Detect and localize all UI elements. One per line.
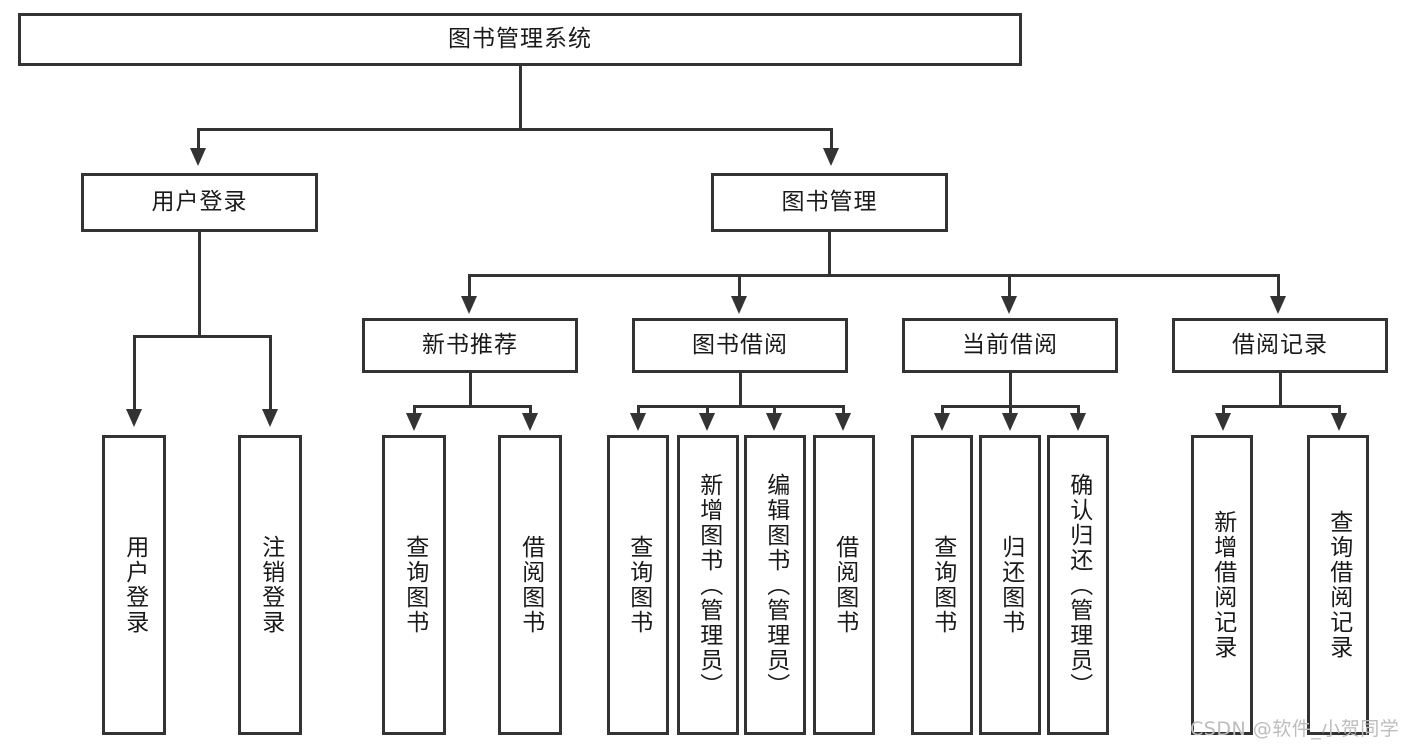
connector-bm-drop-1 xyxy=(468,274,471,298)
node-label: 新书推荐 xyxy=(422,331,518,358)
arrow-to-leaf-query-record xyxy=(1331,413,1347,431)
arrow-to-leaf-add-record xyxy=(1215,413,1231,431)
node-label: 确认归还（管理员） xyxy=(1065,472,1092,698)
node-label: 图书借阅 xyxy=(692,331,788,358)
node-label: 编辑图书（管理员） xyxy=(762,472,789,698)
connector-root-to-book-management xyxy=(830,128,833,150)
connector-cb-drop-1 xyxy=(941,405,944,415)
leaf-borrow-book-1[interactable]: 借阅图书 xyxy=(498,435,562,735)
leaf-borrow-book-2[interactable]: 借阅图书 xyxy=(813,435,875,735)
node-label: 用户登录 xyxy=(121,535,148,635)
leaf-query-book-1[interactable]: 查询图书 xyxy=(382,435,446,735)
node-label: 查询图书 xyxy=(625,535,652,635)
leaf-query-book-3[interactable]: 查询图书 xyxy=(911,435,973,735)
leaf-add-book[interactable]: 新增图书（管理员） xyxy=(677,435,739,735)
connector-bm-drop-4 xyxy=(1277,274,1280,298)
connector-user-login-drop-2 xyxy=(269,335,272,411)
arrow-to-leaf-query-book-3 xyxy=(934,413,950,431)
node-current-borrow[interactable]: 当前借阅 xyxy=(902,318,1118,373)
node-label: 查询图书 xyxy=(401,535,428,635)
connector-nbr-bar xyxy=(413,405,532,408)
connector-br-drop-2 xyxy=(1338,405,1341,415)
node-book-management[interactable]: 图书管理 xyxy=(711,173,948,232)
leaf-edit-book[interactable]: 编辑图书（管理员） xyxy=(744,435,806,735)
connector-bb-bar xyxy=(637,405,845,408)
node-root-book-management-system[interactable]: 图书管理系统 xyxy=(18,13,1022,66)
node-label: 借阅图书 xyxy=(831,535,858,635)
arrow-to-leaf-user-login xyxy=(126,409,142,427)
node-label: 查询图书 xyxy=(929,535,956,635)
leaf-confirm-return[interactable]: 确认归还（管理员） xyxy=(1047,435,1109,735)
connector-br-drop-1 xyxy=(1222,405,1225,415)
arrow-to-leaf-add-book xyxy=(699,413,715,431)
node-label: 图书管理系统 xyxy=(448,25,592,52)
arrow-to-book-borrow xyxy=(731,296,747,314)
node-book-borrow[interactable]: 图书借阅 xyxy=(632,318,848,373)
node-new-book-recommend[interactable]: 新书推荐 xyxy=(362,318,578,373)
connector-nbr-drop-1 xyxy=(413,405,416,415)
arrow-to-leaf-user-logout xyxy=(262,409,278,427)
connector-bm-drop-2 xyxy=(738,274,741,298)
node-label: 借阅图书 xyxy=(517,535,544,635)
arrow-to-leaf-query-book-2 xyxy=(630,413,646,431)
leaf-query-record[interactable]: 查询借阅记录 xyxy=(1307,435,1369,735)
node-label: 注销登录 xyxy=(257,535,284,635)
arrow-to-leaf-edit-book xyxy=(766,413,782,431)
connector-br-bar xyxy=(1222,405,1341,408)
node-label: 查询借阅记录 xyxy=(1325,510,1352,660)
connector-user-login-drop-1 xyxy=(133,335,136,411)
node-label: 新增借阅记录 xyxy=(1209,510,1236,660)
connector-nbr-drop-2 xyxy=(529,405,532,415)
connector-bb-drop-2 xyxy=(706,405,709,415)
node-label: 当前借阅 xyxy=(962,331,1058,358)
node-user-login[interactable]: 用户登录 xyxy=(81,173,318,232)
connector-user-login-stem xyxy=(198,232,201,337)
node-label: 图书管理 xyxy=(781,188,878,215)
node-borrow-record[interactable]: 借阅记录 xyxy=(1172,318,1388,373)
leaf-user-login[interactable]: 用户登录 xyxy=(102,435,166,735)
arrow-to-new-book-recommend xyxy=(461,296,477,314)
connector-bb-drop-1 xyxy=(637,405,640,415)
connector-cb-drop-2 xyxy=(1009,405,1012,415)
connector-root-stem xyxy=(519,66,522,129)
node-label: 新增图书（管理员） xyxy=(695,472,722,698)
arrow-root-to-user-login xyxy=(190,148,206,166)
connector-root-bar xyxy=(197,128,833,131)
arrow-to-leaf-borrow-book-2 xyxy=(835,413,851,431)
connector-user-login-bar xyxy=(133,335,272,338)
connector-nbr-stem xyxy=(469,373,472,407)
leaf-add-record[interactable]: 新增借阅记录 xyxy=(1191,435,1253,735)
arrow-to-current-borrow xyxy=(1001,296,1017,314)
node-label: 归还图书 xyxy=(997,535,1024,635)
connector-book-management-bar xyxy=(468,274,1280,277)
arrow-to-borrow-record xyxy=(1270,296,1286,314)
leaf-query-book-2[interactable]: 查询图书 xyxy=(607,435,669,735)
node-label: 用户登录 xyxy=(151,188,248,215)
connector-root-to-user-login xyxy=(197,128,200,150)
connector-bb-drop-4 xyxy=(842,405,845,415)
connector-cb-drop-3 xyxy=(1077,405,1080,415)
leaf-return-book[interactable]: 归还图书 xyxy=(979,435,1041,735)
arrow-to-leaf-confirm-return xyxy=(1070,413,1086,431)
connector-br-stem xyxy=(1279,373,1282,407)
node-label: 借阅记录 xyxy=(1232,331,1328,358)
arrow-root-to-book-management xyxy=(823,148,839,166)
arrow-to-leaf-borrow-book-1 xyxy=(522,413,538,431)
leaf-user-logout[interactable]: 注销登录 xyxy=(238,435,302,735)
connector-book-management-stem xyxy=(828,232,831,276)
connector-bm-drop-3 xyxy=(1008,274,1011,298)
arrow-to-leaf-query-book-1 xyxy=(406,413,422,431)
connector-bb-stem xyxy=(739,373,742,407)
connector-cb-stem xyxy=(1009,373,1012,407)
arrow-to-leaf-return-book xyxy=(1002,413,1018,431)
connector-bb-drop-3 xyxy=(773,405,776,415)
